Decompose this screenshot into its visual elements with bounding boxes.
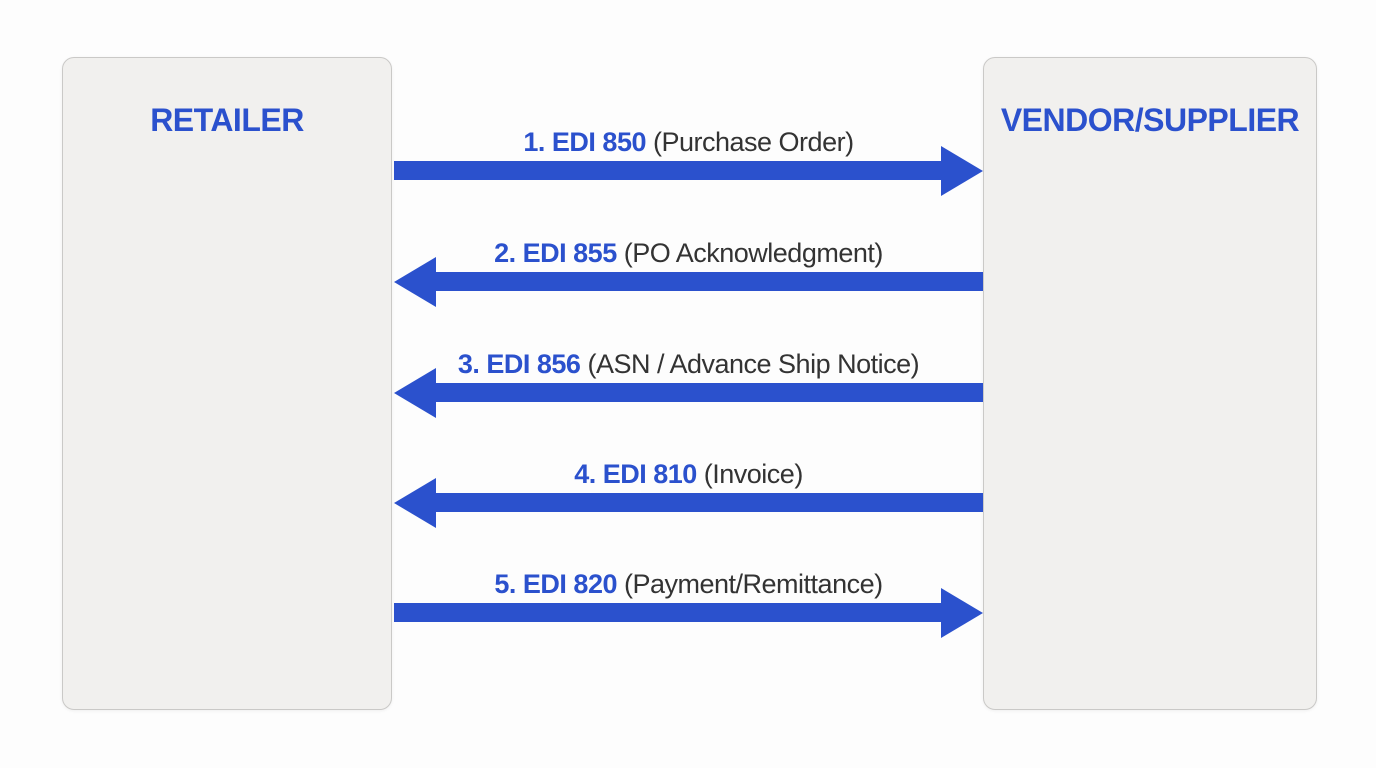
vendor-supplier-title: VENDOR/SUPPLIER: [1000, 102, 1300, 138]
arrow-head-icon: [394, 257, 436, 307]
arrow-head-icon: [394, 368, 436, 418]
arrow-shaft: [394, 603, 947, 622]
flow-code: 4. EDI 810: [574, 459, 697, 489]
flow-label: 2. EDI 855 (PO Acknowledgment): [394, 237, 983, 269]
retailer-box: RETAILER: [62, 57, 392, 710]
flow-row-edi-850: 1. EDI 850 (Purchase Order): [394, 127, 983, 196]
flow-label: 5. EDI 820 (Payment/Remittance): [394, 568, 983, 600]
flow-label: 4. EDI 810 (Invoice): [394, 458, 983, 490]
arrow-shaft: [430, 493, 983, 512]
flow-row-edi-820: 5. EDI 820 (Payment/Remittance): [394, 569, 983, 638]
arrow-shaft: [430, 383, 983, 402]
flow-description: (Invoice): [703, 459, 804, 489]
flow-description: (Payment/Remittance): [624, 569, 883, 599]
retailer-title: RETAILER: [150, 102, 304, 138]
flow-arrow: [394, 257, 983, 307]
flow-arrow: [394, 368, 983, 418]
arrow-head-icon: [941, 146, 983, 196]
arrow-head-icon: [941, 588, 983, 638]
flow-label: 3. EDI 856 (ASN / Advance Ship Notice): [394, 348, 983, 380]
flow-arrow: [394, 478, 983, 528]
flow-code: 3. EDI 856: [457, 349, 581, 379]
flow-row-edi-855: 2. EDI 855 (PO Acknowledgment): [394, 238, 983, 307]
arrow-shaft: [430, 272, 983, 291]
flow-row-edi-810: 4. EDI 810 (Invoice): [394, 459, 983, 528]
flow-label: 1. EDI 850 (Purchase Order): [394, 126, 983, 158]
flow-row-edi-856: 3. EDI 856 (ASN / Advance Ship Notice): [394, 349, 983, 418]
flow-description: (PO Acknowledgment): [623, 238, 884, 268]
flow-code: 2. EDI 855: [494, 238, 617, 268]
flow-arrow: [394, 146, 983, 196]
flow-code: 1. EDI 850: [523, 127, 646, 157]
flow-arrow: [394, 588, 983, 638]
flow-description: (ASN / Advance Ship Notice): [587, 349, 920, 379]
arrow-shaft: [394, 161, 947, 180]
arrow-head-icon: [394, 478, 436, 528]
flow-code: 5. EDI 820: [494, 569, 617, 599]
vendor-supplier-box: VENDOR/SUPPLIER: [983, 57, 1317, 710]
flow-description: (Purchase Order): [653, 127, 854, 157]
